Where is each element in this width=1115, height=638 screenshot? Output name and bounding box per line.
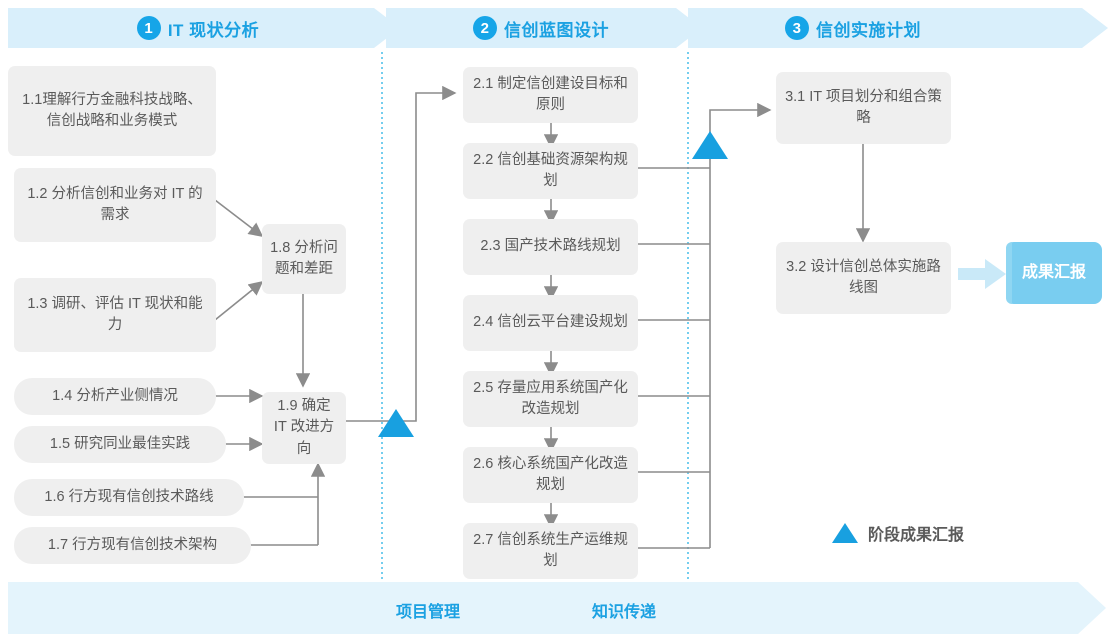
triangle-marker-icon	[832, 523, 858, 543]
node-1-8[interactable]: 1.8 分析问题和差距	[262, 224, 346, 294]
phase-number-1: 1	[136, 16, 161, 40]
node-2-5[interactable]: 2.5 存量应用系统国产化改造规划	[463, 371, 638, 427]
node-2-3[interactable]: 2.3 国产技术路线规划	[463, 219, 638, 275]
result-arrow	[958, 259, 1006, 289]
node-1-3[interactable]: 1.3 调研、评估 IT 现状和能力	[14, 278, 216, 352]
node-1-9[interactable]: 1.9 确定 IT 改进方向	[262, 392, 346, 464]
phase-header-1: 1 IT 现状分析	[8, 8, 388, 48]
phase-title-2: 信创蓝图设计	[504, 20, 609, 40]
node-2-6[interactable]: 2.6 核心系统国产化改造规划	[463, 447, 638, 503]
footer-item-1: 知识传递	[592, 604, 657, 621]
legend-milestone: 阶段成果汇报	[832, 521, 964, 545]
node-2-1[interactable]: 2.1 制定信创建设目标和原则	[463, 67, 638, 123]
phase-title-3: 信创实施计划	[816, 20, 921, 40]
node-2-2[interactable]: 2.2 信创基础资源架构规划	[463, 143, 638, 199]
footer-banner-shape	[8, 582, 1106, 634]
phase-number-3: 3	[785, 16, 809, 40]
phase-title-1: IT 现状分析	[167, 20, 260, 40]
node-3-1[interactable]: 3.1 IT 项目划分和组合策略	[776, 72, 951, 144]
result-accent-bar	[1006, 242, 1012, 304]
node-1-1[interactable]: 1.1理解行方金融科技战略、信创战略和业务模式	[8, 66, 216, 156]
footer-item-0: 项目管理	[396, 604, 461, 621]
node-2-4[interactable]: 2.4 信创云平台建设规划	[463, 295, 638, 351]
node-2-7[interactable]: 2.7 信创系统生产运维规划	[463, 523, 638, 579]
node-1-2[interactable]: 1.2 分析信创和业务对 IT 的需求	[14, 168, 216, 242]
node-1-4[interactable]: 1.4 分析产业侧情况	[14, 378, 216, 415]
node-1-6[interactable]: 1.6 行方现有信创技术路线	[14, 479, 244, 516]
node-3-2[interactable]: 3.2 设计信创总体实施路线图	[776, 242, 951, 314]
node-result-report[interactable]: 成果汇报	[1006, 242, 1102, 304]
phase-number-2: 2	[473, 16, 497, 40]
node-1-5[interactable]: 1.5 研究同业最佳实践	[14, 426, 226, 463]
result-label: 成果汇报	[1021, 263, 1086, 281]
phase-header-2: 2 信创蓝图设计	[386, 8, 696, 48]
legend-label: 阶段成果汇报	[868, 527, 965, 544]
phase-header-3: 3 信创实施计划	[688, 8, 1018, 48]
node-1-7[interactable]: 1.7 行方现有信创技术架构	[14, 527, 251, 564]
